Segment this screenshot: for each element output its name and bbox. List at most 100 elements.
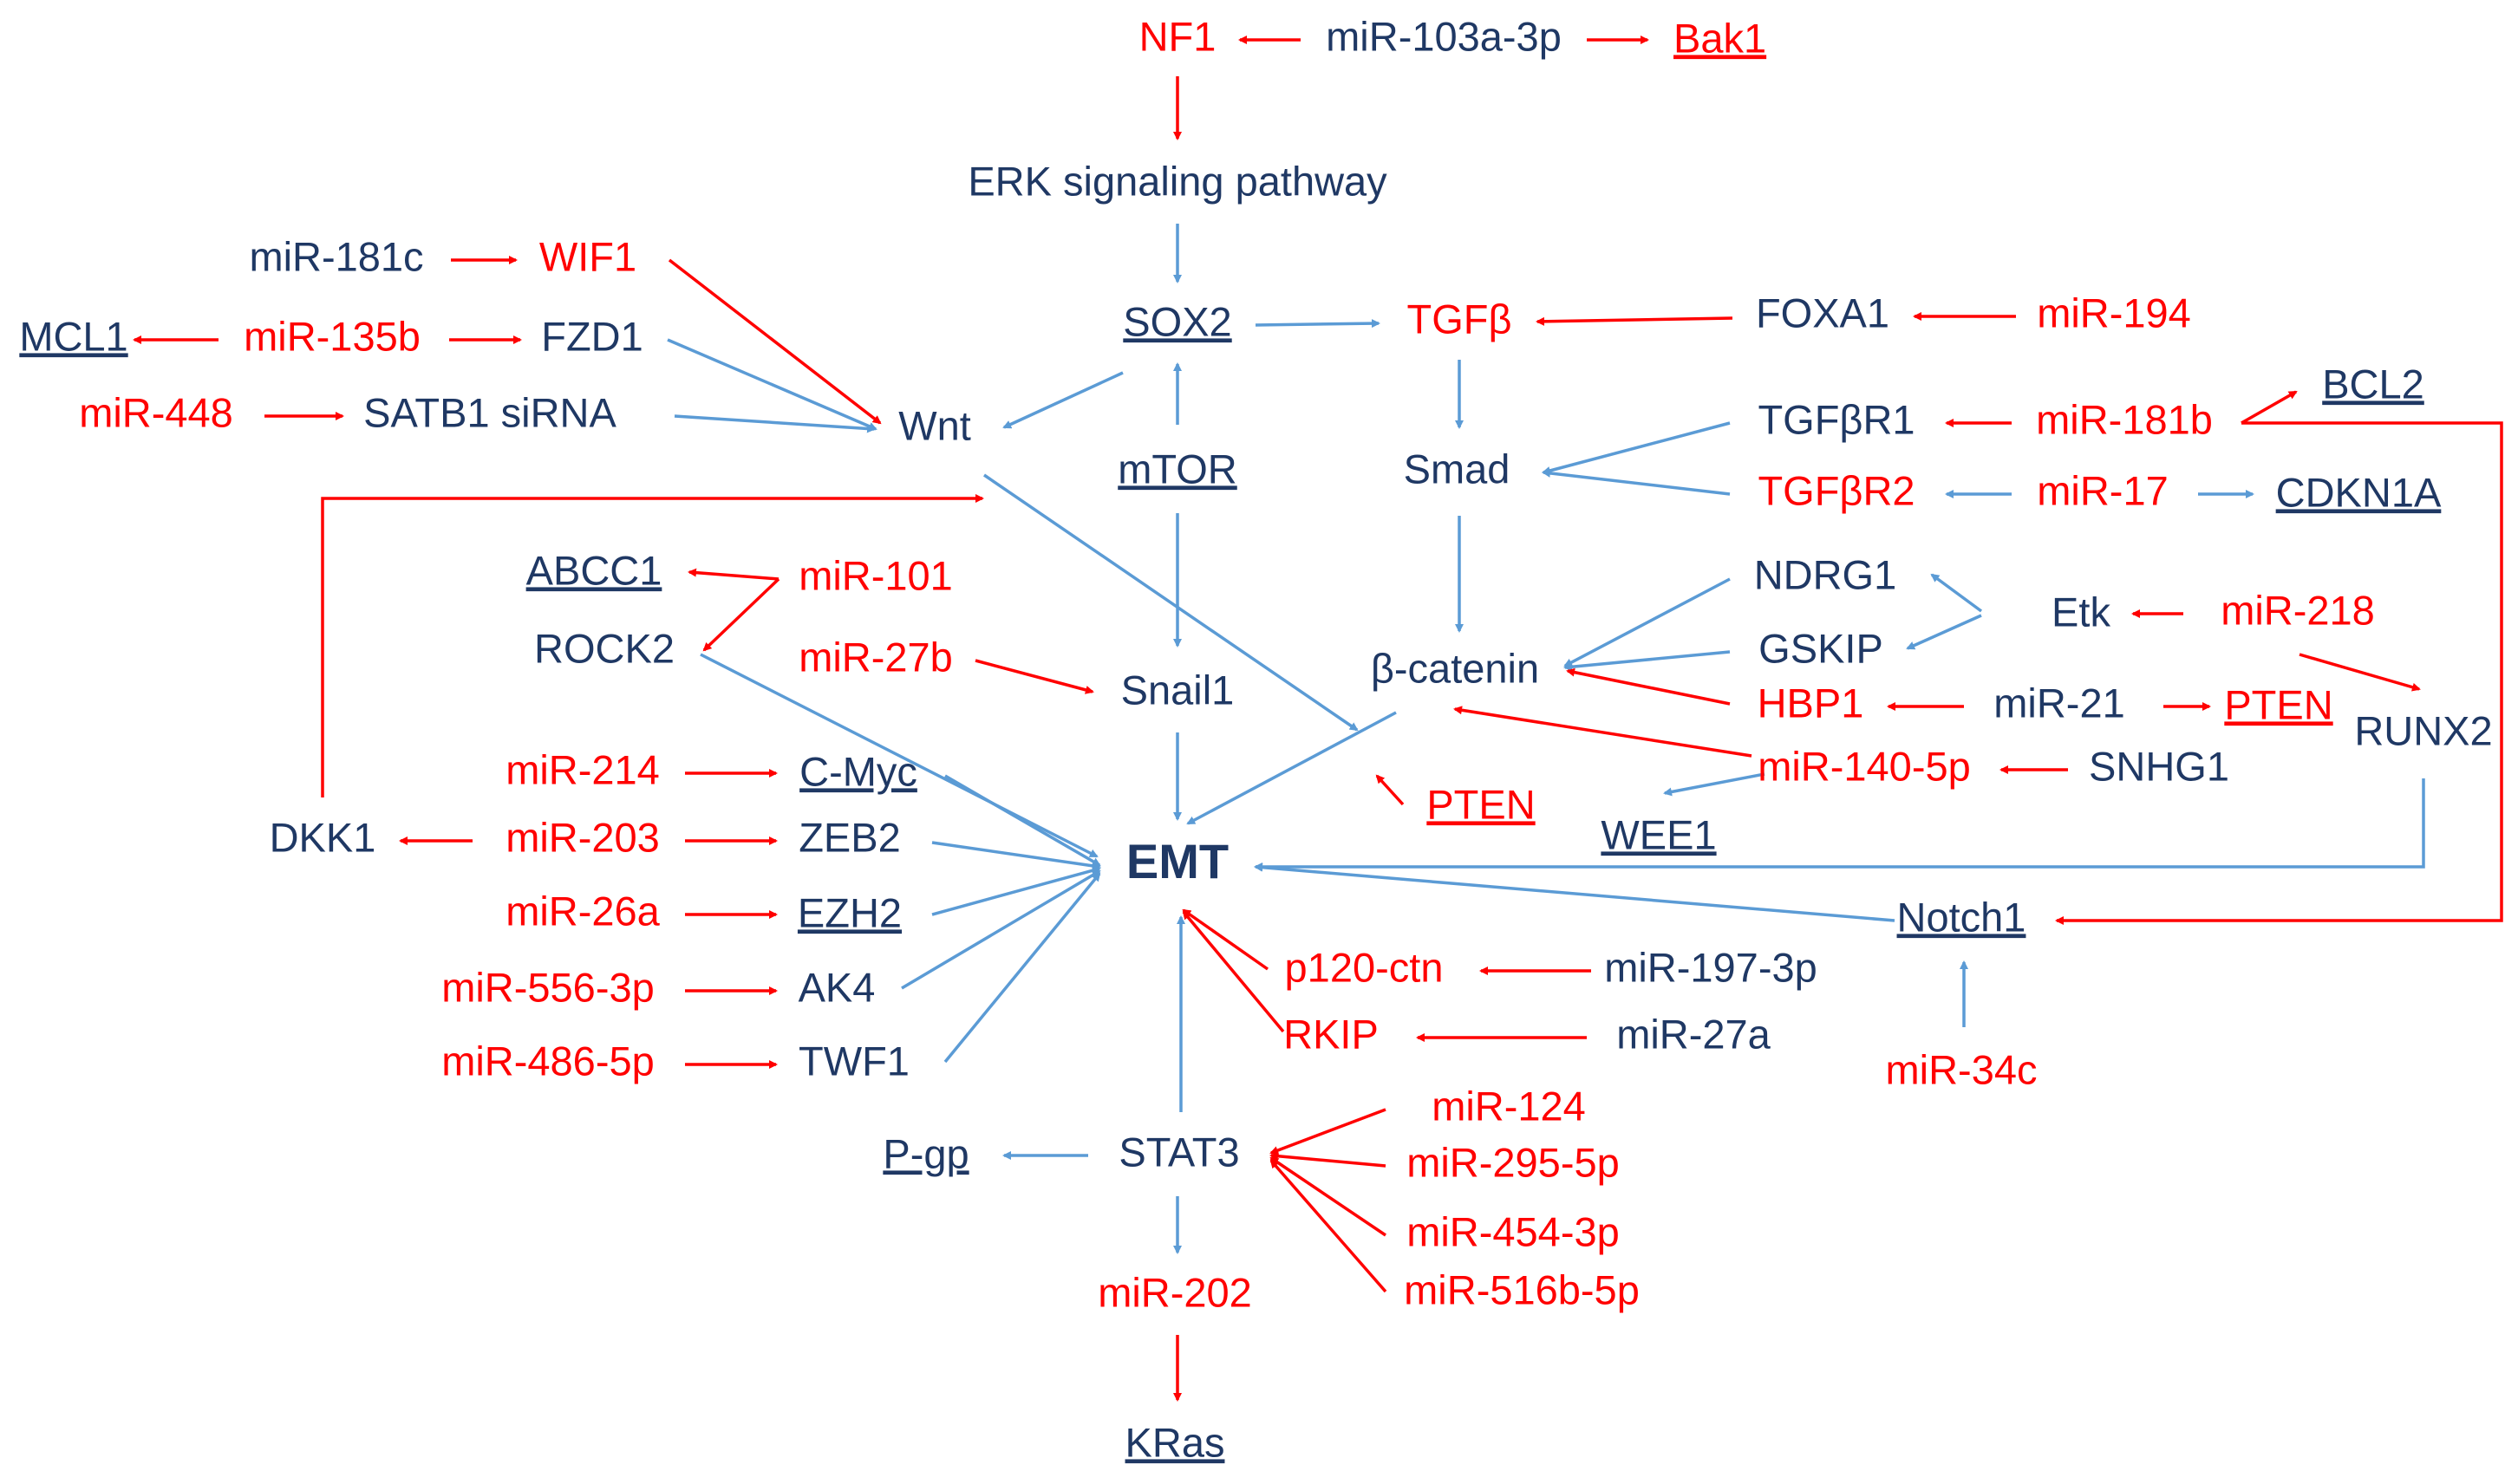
- node-mir26a: miR-26a: [506, 888, 660, 934]
- node-mir214: miR-214: [506, 746, 660, 792]
- node-satb1: SATB1 siRNA: [363, 389, 616, 435]
- node-snail1: Snail1: [1121, 667, 1235, 713]
- edge-mir27b-snail1: [975, 659, 1094, 694]
- node-twf1: TWF1: [799, 1038, 910, 1084]
- node-mir202: miR-202: [1098, 1269, 1252, 1315]
- edge-mir181b-notch1: [2055, 421, 2503, 925]
- node-pgp: P-gp: [883, 1130, 969, 1176]
- node-kras: KRas: [1125, 1419, 1225, 1465]
- edge-mir140-bcatenin: [1453, 706, 1752, 758]
- edge-zeb2-emt: [931, 841, 1101, 870]
- edge-rock2-emt: [700, 653, 1099, 858]
- edge-mir181b-bcl2: [2241, 390, 2298, 425]
- edge-ndrg1-bcatenin: [1563, 577, 1731, 667]
- node-tgfbr2: TGFβR2: [1758, 467, 1915, 513]
- edge-mir516b-stat3: [1269, 1159, 1387, 1293]
- edge-etk-ndrg1: [1930, 573, 1983, 613]
- node-snhg1: SNHG1: [2089, 743, 2229, 789]
- node-runx2: RUNX2: [2354, 707, 2492, 753]
- node-etk: Etk: [2052, 589, 2110, 635]
- node-nf1: NF1: [1139, 13, 1217, 59]
- node-zeb2: ZEB2: [799, 814, 901, 860]
- edge-mir101-abcc1: [688, 568, 780, 581]
- node-dkk1: DKK1: [270, 814, 376, 860]
- node-rock2: ROCK2: [534, 625, 675, 671]
- node-cdkn1a: CDKN1A: [2276, 469, 2442, 515]
- node-ndrg1: NDRG1: [1754, 551, 1897, 597]
- node-mir135b: miR-135b: [244, 313, 421, 359]
- edge-notch1-emt: [1254, 862, 1895, 922]
- node-mir516b: miR-516b-5p: [1404, 1266, 1640, 1312]
- node-mir27b: miR-27b: [799, 634, 953, 680]
- node-pten-mid: PTEN: [1426, 781, 1535, 827]
- node-bcatenin: β-catenin: [1371, 645, 1539, 691]
- edge-sox2-wnt: [1002, 371, 1124, 429]
- edge-ak4-emt: [901, 869, 1101, 990]
- node-emt: EMT: [1126, 834, 1229, 888]
- node-mir21: miR-21: [1993, 680, 2124, 726]
- edge-satb1-wnt: [674, 414, 876, 433]
- edge-foxa1-tgfb: [1536, 316, 1733, 326]
- node-mir197: miR-197-3p: [1604, 944, 1817, 990]
- node-erk: ERK signaling pathway: [968, 158, 1387, 204]
- node-mir181c: miR-181c: [249, 233, 423, 279]
- node-notch1: Notch1: [1897, 894, 2026, 940]
- node-stat3: STAT3: [1119, 1129, 1239, 1175]
- node-mir27a: miR-27a: [1616, 1011, 1771, 1057]
- edge-mir454-stat3: [1269, 1156, 1386, 1237]
- edge-bcatenin-emt: [1186, 711, 1397, 825]
- node-mir556: miR-556-3p: [441, 964, 655, 1010]
- node-mcl1: MCL1: [19, 313, 127, 359]
- edge-runx2-emt: [1254, 778, 2425, 871]
- edge-etk-gskip: [1906, 614, 1982, 650]
- node-mir448: miR-448: [79, 389, 233, 435]
- node-smad: Smad: [1404, 446, 1510, 491]
- edge-gskip-bcatenin: [1563, 650, 1731, 672]
- node-labels: NF1 miR-103a-3p Bak1 ERK signaling pathw…: [19, 13, 2492, 1465]
- node-tgfb: TGFβ: [1406, 296, 1511, 342]
- edge-tgfbr1-smad: [1542, 421, 1731, 475]
- node-wnt: Wnt: [898, 402, 971, 448]
- node-foxa1: FOXA1: [1756, 290, 1889, 335]
- edge-wnt-bcatenin: [983, 473, 1359, 732]
- edge-mir218-runx2: [2299, 653, 2421, 692]
- node-mir454: miR-454-3p: [1406, 1208, 1620, 1254]
- node-wif1: WIF1: [539, 233, 636, 279]
- edge-mir101-rock2: [702, 577, 780, 652]
- node-ezh2: EZH2: [798, 889, 902, 935]
- node-mir486: miR-486-5p: [441, 1038, 655, 1084]
- node-mir103a3p: miR-103a-3p: [1326, 13, 1562, 59]
- node-mir140: miR-140-5p: [1758, 743, 1971, 789]
- edge-cmyc-emt: [944, 774, 1101, 867]
- node-bcl2: BCL2: [2322, 361, 2424, 407]
- edge-tgfbr2-smad: [1542, 468, 1731, 496]
- node-mir218: miR-218: [2221, 587, 2375, 633]
- node-hbp1: HBP1: [1758, 680, 1864, 726]
- node-pten-right: PTEN: [2224, 681, 2332, 727]
- edge-mir124-stat3: [1269, 1108, 1386, 1155]
- node-mir203: miR-203: [506, 814, 660, 860]
- node-wee1: WEE1: [1601, 811, 1716, 857]
- edge-wif1-wnt: [668, 258, 882, 425]
- edge-sox2-tgfb: [1255, 319, 1380, 329]
- node-mir295: miR-295-5p: [1406, 1139, 1620, 1185]
- edge-pten-mid: [1375, 774, 1405, 806]
- node-gskip: GSKIP: [1758, 625, 1883, 671]
- edge-fzd1-wnt: [667, 338, 877, 431]
- node-tgfbr1: TGFβR1: [1758, 396, 1915, 442]
- node-fzd1: FZD1: [541, 313, 643, 359]
- edge-hbp1-bcatenin: [1566, 667, 1731, 706]
- edge-mir140-wee1: [1663, 772, 1765, 797]
- edge-mir295-stat3: [1269, 1151, 1386, 1168]
- edge-rkip-emt: [1182, 910, 1285, 1033]
- node-mir17: miR-17: [2037, 467, 2168, 513]
- node-mir101: miR-101: [799, 552, 953, 598]
- node-abcc1: ABCC1: [526, 547, 662, 593]
- node-mtor: mTOR: [1118, 446, 1237, 491]
- node-mir181b: miR-181b: [2036, 396, 2213, 442]
- node-cmyc: C-Myc: [799, 748, 917, 794]
- node-bak1: Bak1: [1673, 15, 1766, 61]
- node-mir194: miR-194: [2037, 290, 2191, 335]
- edge-p120-emt: [1182, 908, 1269, 971]
